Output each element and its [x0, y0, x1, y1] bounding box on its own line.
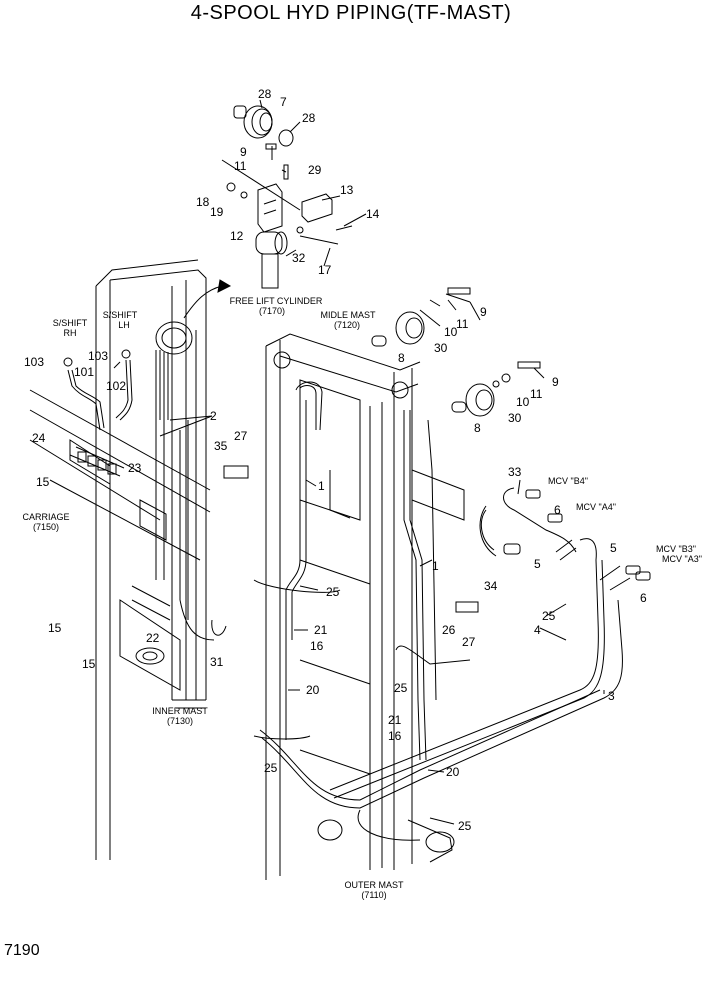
callout-15: 15: [48, 621, 62, 635]
free-lift-cylinder-label: FREE LIFT CYLINDER: [229, 296, 323, 306]
callout-33: 33: [508, 465, 522, 479]
inner-mast-code: (7130): [166, 716, 194, 726]
mast-sheaves: [371, 287, 541, 417]
midle-mast-label: MIDLE MAST: [320, 310, 376, 320]
callout-29: 29: [308, 163, 322, 177]
callout-15: 15: [36, 475, 50, 489]
callout-3: 3: [608, 689, 615, 703]
callout-9: 9: [552, 375, 559, 389]
callout-22: 22: [146, 631, 160, 645]
callout-11: 11: [530, 387, 543, 401]
callout-17: 17: [318, 263, 332, 277]
callout-31: 31: [210, 655, 224, 669]
callout-26: 26: [442, 623, 456, 637]
outer-mast-code: (7110): [361, 890, 387, 900]
sshift-rh-label-1: S/SHIFT: [52, 318, 88, 328]
callout-25: 25: [326, 585, 340, 599]
hydraulic-pipes: [179, 381, 631, 841]
callout-103: 103: [24, 355, 45, 369]
callout-13: 13: [340, 183, 354, 197]
mcv-a4-label: MCV "A4": [576, 502, 616, 512]
outer-mast-label: OUTER MAST: [344, 880, 404, 890]
callout-25: 25: [394, 681, 408, 695]
callout-8: 8: [398, 351, 405, 365]
callout-34: 34: [484, 579, 498, 593]
callout-25: 25: [264, 761, 278, 775]
callout-24: 24: [32, 431, 46, 445]
mcv-fittings: [223, 465, 651, 613]
callout-18: 18: [196, 195, 210, 209]
carriage-label: CARRIAGE: [22, 512, 70, 522]
callout-21: 21: [388, 713, 402, 727]
callout-30: 30: [434, 341, 448, 355]
callout-9: 9: [240, 145, 247, 159]
callout-21: 21: [314, 623, 328, 637]
carriage-code: (7150): [32, 522, 60, 532]
callout-23: 23: [128, 461, 142, 475]
callout-19: 19: [210, 205, 224, 219]
inner-mast-label: INNER MAST: [152, 706, 208, 716]
callout-4: 4: [534, 623, 541, 637]
side-shift-hoses: [63, 349, 133, 477]
callout-2: 2: [210, 409, 217, 423]
callout-6: 6: [640, 591, 647, 605]
callout-25: 25: [458, 819, 472, 833]
callout-35: 35: [214, 439, 228, 453]
midle-mast-code: (7120): [333, 320, 361, 330]
callout-32: 32: [292, 251, 306, 265]
callout-11: 11: [456, 317, 469, 331]
mcv-a3-label: MCV "A3": [662, 554, 702, 564]
callout-12: 12: [230, 229, 244, 243]
callout-103: 103: [88, 349, 109, 363]
callout-1: 1: [432, 559, 439, 573]
page-title: 4-SPOOL HYD PIPING(TF-MAST): [190, 2, 512, 24]
callout-10: 10: [444, 325, 458, 339]
sshift-rh-label-2: RH: [63, 328, 77, 338]
callout-5: 5: [610, 541, 617, 555]
callout-28: 28: [258, 87, 272, 101]
page-number: 7190: [4, 942, 40, 959]
callout-16: 16: [388, 729, 402, 743]
callout-20: 20: [446, 765, 460, 779]
mcv-b3-label: MCV "B3": [656, 544, 696, 554]
callout-9: 9: [480, 305, 487, 319]
callout-101: 101: [74, 365, 95, 379]
callout-8: 8: [474, 421, 481, 435]
sheave-assembly: [221, 105, 353, 289]
callout-6: 6: [554, 503, 561, 517]
callout-14: 14: [366, 207, 380, 221]
callout-30: 30: [508, 411, 522, 425]
flow-arrow: [183, 285, 223, 319]
callout-16: 16: [310, 639, 324, 653]
callout-102: 102: [106, 379, 127, 393]
callout-20: 20: [306, 683, 320, 697]
callout-11: 11: [234, 159, 247, 173]
callout-leaders: [113, 99, 605, 825]
callout-10: 10: [516, 395, 530, 409]
callout-27: 27: [234, 429, 248, 443]
sshift-lh-label-1: S/SHIFT: [102, 310, 138, 320]
callout-28: 28: [302, 111, 316, 125]
mcv-b4-label: MCV "B4": [548, 476, 588, 486]
callout-7: 7: [280, 95, 287, 109]
carriage-outline: [29, 389, 211, 691]
callout-27: 27: [462, 635, 476, 649]
sshift-lh-label-2: LH: [118, 320, 130, 330]
callout-5: 5: [534, 557, 541, 571]
free-lift-cylinder-code: (7170): [258, 306, 286, 316]
callout-25: 25: [542, 609, 556, 623]
inner-mast-outline: [95, 259, 207, 860]
middle-mast-outline: [265, 333, 465, 880]
callout-1: 1: [318, 479, 325, 493]
callout-15: 15: [82, 657, 96, 671]
